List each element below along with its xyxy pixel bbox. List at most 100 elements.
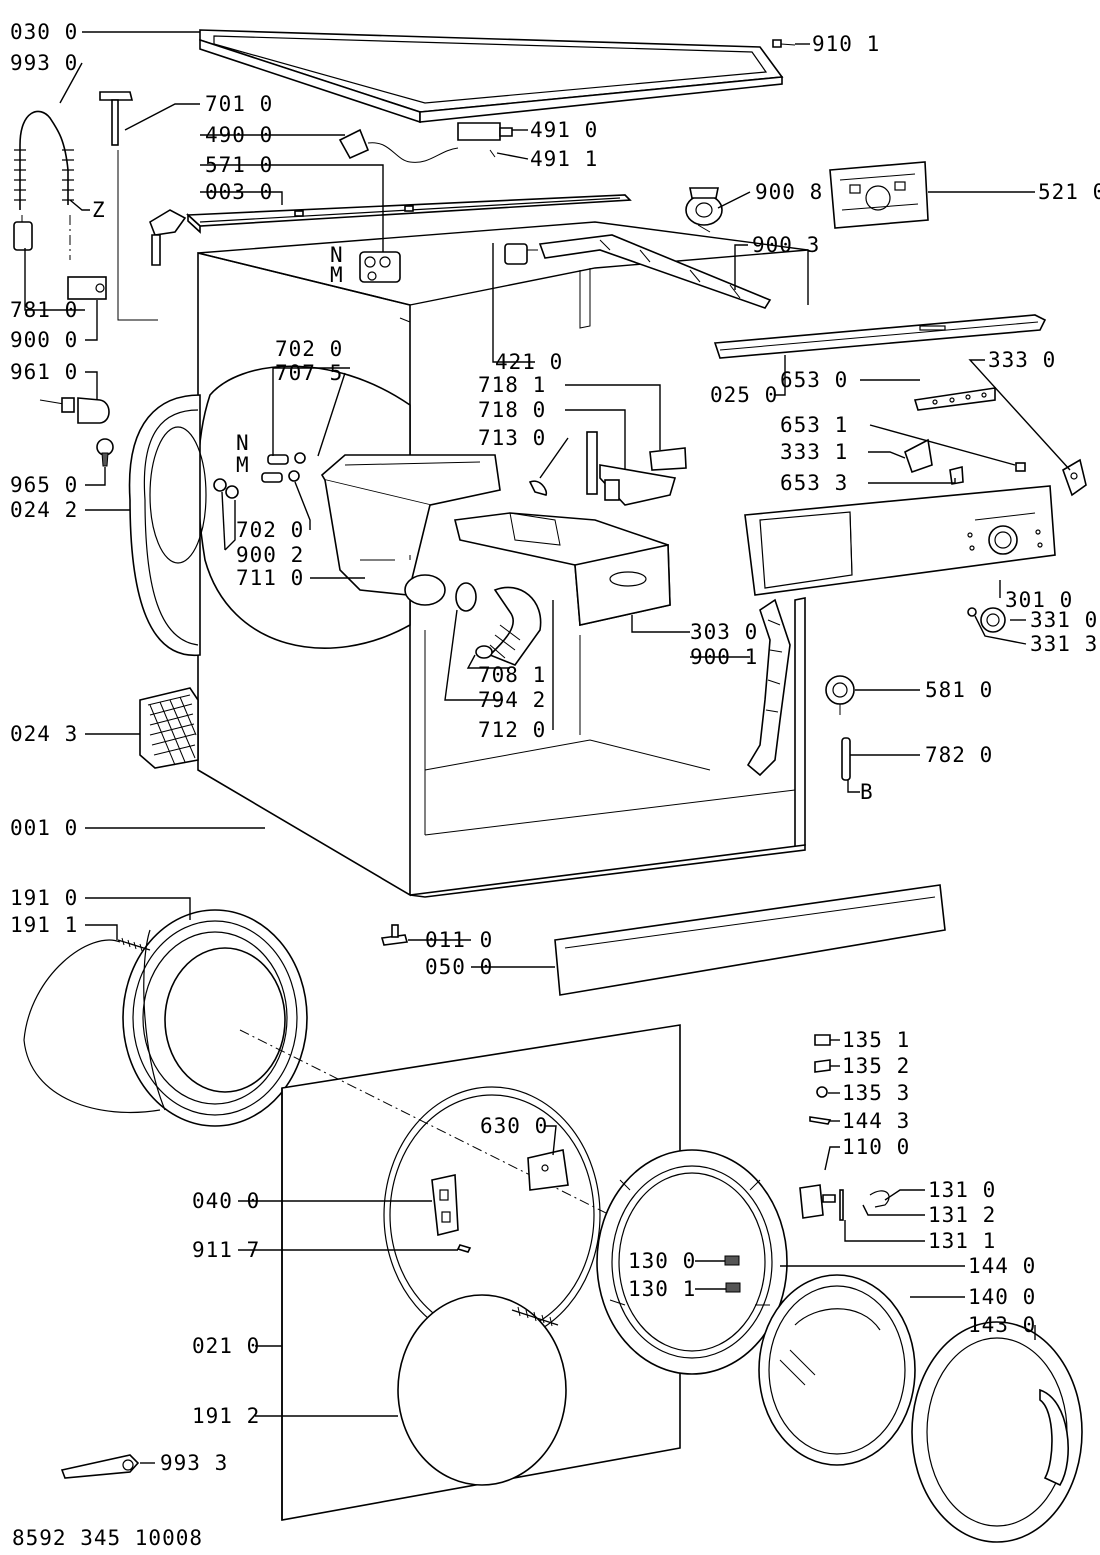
label-050-0: 050 0 [425, 955, 493, 979]
control-panel-part [744, 485, 1056, 596]
inlet-hose-part [13, 110, 74, 260]
label-911-7: 911 7 [192, 1238, 260, 1262]
marker-m-valve: M [330, 263, 344, 287]
label-135-1: 135 1 [842, 1028, 910, 1052]
label-333-1: 333 1 [780, 440, 848, 464]
label-003-0: 003 0 [205, 180, 273, 204]
label-024-3: 024 3 [10, 722, 78, 746]
label-131-1: 131 1 [928, 1229, 996, 1253]
label-702-0-lower: 702 0 [236, 518, 304, 542]
label-910-1: 910 1 [812, 32, 880, 56]
hose-connector-part [149, 209, 187, 266]
dispenser-small-parts [528, 431, 687, 506]
selector-knob-part [967, 607, 1006, 633]
label-571-0: 571 0 [205, 153, 273, 177]
gasket-spring-part [23, 937, 161, 1114]
label-333-0: 333 0 [988, 348, 1056, 372]
label-707-5: 707 5 [275, 361, 343, 385]
label-900-1: 900 1 [690, 645, 758, 669]
door-frame-part [596, 1149, 788, 1375]
label-630-0: 630 0 [480, 1114, 548, 1138]
label-900-0: 900 0 [10, 328, 78, 352]
label-030-0: 030 0 [10, 20, 78, 44]
door-glass-part [758, 1274, 916, 1466]
control-panel-rail-part [713, 314, 1047, 359]
leader-lines [24, 31, 1071, 1464]
cabinet-part [197, 221, 809, 898]
filter-cap-part [96, 438, 114, 467]
label-191-2: 191 2 [192, 1404, 260, 1428]
label-331-0: 331 0 [1030, 608, 1098, 632]
label-993-3: 993 3 [160, 1451, 228, 1475]
label-303-0: 303 0 [690, 620, 758, 644]
label-900-8: 900 8 [755, 180, 823, 204]
label-961-0: 961 0 [10, 360, 78, 384]
label-718-1: 718 1 [478, 373, 546, 397]
mains-cable-part [338, 122, 513, 163]
door-seal-part [128, 394, 207, 656]
label-653-3: 653 3 [780, 471, 848, 495]
part-drawings [13, 29, 1087, 1543]
label-421-0: 421 0 [495, 350, 563, 374]
small-hardware-part [809, 1034, 832, 1125]
label-191-0: 191 0 [10, 886, 78, 910]
label-581-0: 581 0 [925, 678, 993, 702]
label-718-0: 718 0 [478, 398, 546, 422]
label-653-1: 653 1 [780, 413, 848, 437]
filter-grille-part [139, 687, 199, 769]
harness-rail-part [538, 234, 772, 309]
label-130-0: 130 0 [628, 1249, 696, 1273]
label-701-0: 701 0 [205, 92, 273, 116]
door-hinge-part [527, 1149, 569, 1191]
label-521-0: 521 0 [1038, 180, 1100, 204]
hinge-plate-part [913, 387, 996, 411]
pressure-switch-part [825, 675, 855, 715]
label-490-0: 490 0 [205, 123, 273, 147]
marker-m-dispenser: M [236, 453, 250, 477]
label-140-0: 140 0 [968, 1285, 1036, 1309]
marker-n-valve: N [330, 243, 344, 267]
door-lock-part [431, 1174, 459, 1236]
label-144-0: 144 0 [968, 1254, 1036, 1278]
filter-plug-part [39, 397, 110, 424]
service-tool-part [60, 1454, 140, 1479]
door-gasket-part [122, 909, 308, 1127]
label-965-0: 965 0 [10, 473, 78, 497]
label-135-2: 135 2 [842, 1054, 910, 1078]
label-702-0-upper: 702 0 [275, 337, 343, 361]
door-handle-part [799, 1184, 890, 1221]
label-900-3: 900 3 [752, 233, 820, 257]
label-024-2: 024 2 [10, 498, 78, 522]
label-021-0: 021 0 [192, 1334, 260, 1358]
marker-z: Z [92, 198, 106, 222]
marker-n-dispenser: N [236, 431, 250, 455]
top-rail-part [186, 194, 632, 234]
label-040-0: 040 0 [192, 1189, 260, 1213]
wiring-harness-part [746, 598, 791, 777]
label-711-0: 711 0 [236, 566, 304, 590]
label-900-2: 900 2 [236, 543, 304, 567]
document-number: 8592 345 10008 [12, 1526, 203, 1550]
label-491-0: 491 0 [530, 118, 598, 142]
dispenser-housing-part [320, 454, 501, 606]
plinth-part [554, 884, 946, 996]
label-143-0: 143 0 [968, 1313, 1036, 1337]
label-713-0: 713 0 [478, 426, 546, 450]
drain-hose-part [99, 91, 158, 321]
marker-b: B [860, 780, 874, 804]
foot-part [380, 924, 409, 946]
label-025-0: 025 0 [710, 383, 778, 407]
label-131-2: 131 2 [928, 1203, 996, 1227]
label-130-1: 130 1 [628, 1277, 696, 1301]
capacitor-part [504, 243, 538, 265]
label-491-1: 491 1 [530, 147, 598, 171]
sump-hose-part [455, 582, 542, 666]
label-782-0: 782 0 [925, 743, 993, 767]
label-712-0: 712 0 [478, 718, 546, 742]
label-001-0: 001 0 [10, 816, 78, 840]
clamp-spring-part [511, 1306, 559, 1327]
pressure-tube-part [841, 737, 851, 781]
label-144-3: 144 3 [842, 1109, 910, 1133]
